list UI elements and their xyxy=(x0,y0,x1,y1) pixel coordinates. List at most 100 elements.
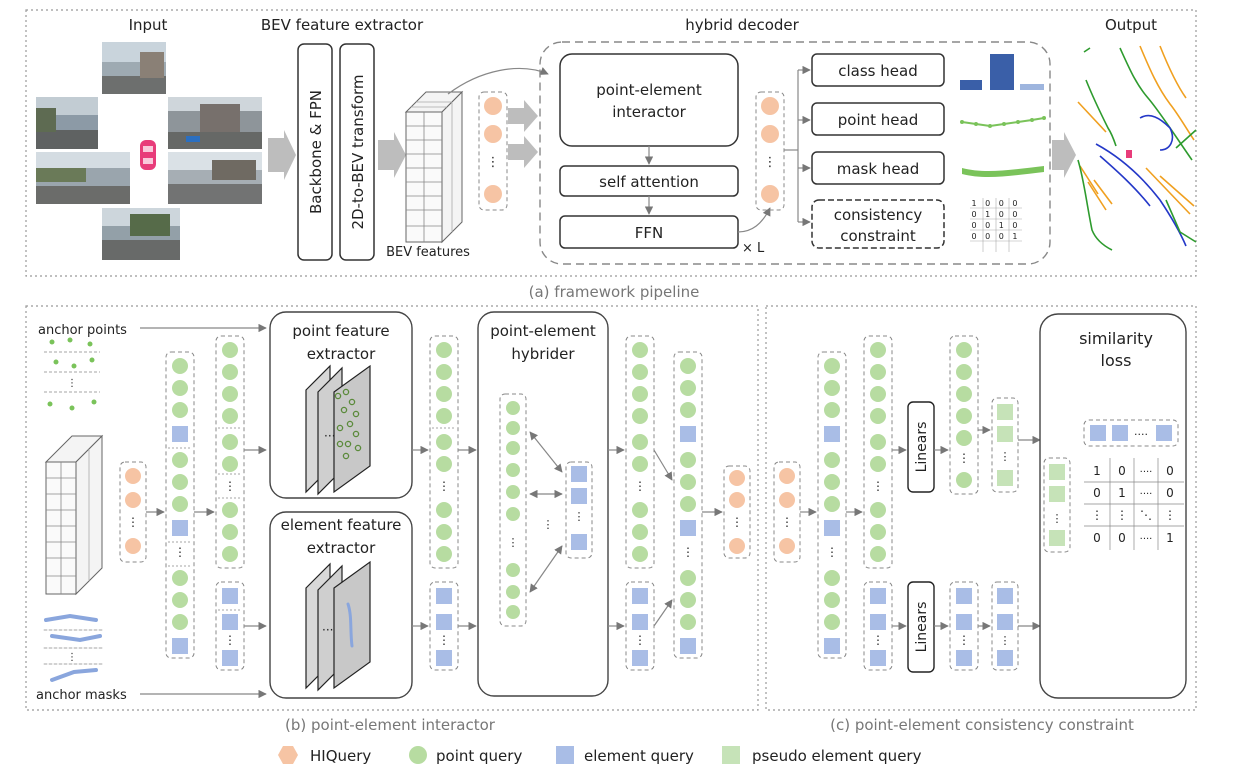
matrix-cell: 0 xyxy=(1166,464,1174,478)
svg-text:⋮: ⋮ xyxy=(127,515,139,529)
matrix-cell: 0 xyxy=(1118,531,1126,545)
similarity-label-2: loss xyxy=(1101,351,1132,370)
svg-text:⋮: ⋮ xyxy=(682,545,694,559)
linears-block-bottom: Linears xyxy=(907,581,935,673)
linears-label-top: Linears xyxy=(914,422,930,473)
identity-row-2: 0 1 0 0 xyxy=(972,210,1021,219)
svg-text:⋮: ⋮ xyxy=(224,633,236,647)
point-query-column-b2: ⋮ xyxy=(429,335,459,569)
bev-to-decoder-arrow xyxy=(447,67,549,95)
legend-pseudo-element-label: pseudo element query xyxy=(752,747,922,765)
element-query-column-c3: ⋮ xyxy=(991,581,1019,671)
interactor-label-2: interactor xyxy=(612,103,686,121)
backbone-fpn-block: Backbone & FPN xyxy=(297,43,333,261)
class-head-label: class head xyxy=(838,62,917,80)
svg-text:⋮: ⋮ xyxy=(67,378,77,389)
element-query-column-b: ⋮ xyxy=(215,581,245,671)
matrix-cell: ⋮ xyxy=(1164,508,1176,522)
panel-a-framework: Input BEV feature extractor hybrid decod… xyxy=(25,9,1197,277)
point-query-column-c2: ⋮ xyxy=(949,335,979,495)
ffn-to-output-arrow xyxy=(737,207,771,233)
svg-text:⋮: ⋮ xyxy=(438,633,450,647)
camera-front-image xyxy=(102,42,166,94)
ffn-label: FFN xyxy=(635,224,663,242)
bev-features-label: BEV features xyxy=(386,245,470,260)
ego-vehicle-icon xyxy=(140,140,156,170)
point-query-column-b: ⋮ xyxy=(215,335,245,569)
head-branches xyxy=(784,65,811,227)
matrix-cell: 0 xyxy=(1093,531,1101,545)
svg-text:⋮: ⋮ xyxy=(508,536,519,549)
matrix-cell: ⋮ xyxy=(1116,508,1128,522)
mask-head-label: mask head xyxy=(837,160,920,178)
svg-text:⋮: ⋮ xyxy=(543,518,554,531)
svg-text:···: ··· xyxy=(324,429,335,443)
point-query-column-b3: ⋮ xyxy=(625,335,655,569)
camera-front-left-image xyxy=(36,97,98,149)
similarity-loss-block: similarity loss ···· ⋮ 1 0 ···· xyxy=(1039,313,1187,699)
camera-back-left-image xyxy=(36,152,130,204)
bev-cube-b xyxy=(44,434,104,596)
transform-arrow xyxy=(378,132,406,178)
hybrid-decoder-frame xyxy=(539,41,1051,265)
query-arrow-2 xyxy=(508,136,538,168)
camera-images xyxy=(36,42,262,260)
element-query-column-c: ⋮ xyxy=(863,581,893,671)
anchor-masks-icon: ⋮ xyxy=(43,613,105,682)
svg-text:⋮: ⋮ xyxy=(781,515,793,529)
element-query-column-b3: ⋮ xyxy=(625,581,655,671)
self-attention-label: self attention xyxy=(599,173,699,191)
identity-matrix-icon: 1 0 0 0 0 1 0 0 0 0 1 0 0 0 0 1 xyxy=(970,198,1022,252)
svg-text:⋮: ⋮ xyxy=(1052,512,1063,525)
svg-text:···: ··· xyxy=(322,623,333,637)
merged-column-b: ⋮ xyxy=(673,351,703,659)
bev-extractor-label: BEV feature extractor xyxy=(261,16,424,34)
transform-label: 2D-to-BEV transform xyxy=(349,74,367,229)
consistency-label-2: constraint xyxy=(840,227,916,245)
point-line-icon xyxy=(960,116,1046,128)
pseudo-element-column-c: ⋮ xyxy=(991,397,1019,493)
identity-row-3: 0 0 1 0 xyxy=(972,221,1021,230)
bev-feature-cube xyxy=(404,90,464,244)
split-column-c1: ⋮ xyxy=(817,351,847,659)
matrix-cell: 0 xyxy=(1118,464,1126,478)
point-extractor-label-2: extractor xyxy=(307,345,376,363)
element-feature-extractor: element feature extractor ··· xyxy=(269,511,413,699)
hiquery-column: ⋮ xyxy=(478,91,508,211)
panel-b-interactor: anchor points ⋮ ⋮ anchor mas xyxy=(25,305,759,711)
svg-text:⋮: ⋮ xyxy=(67,652,77,663)
matrix-cell: ···· xyxy=(1140,467,1153,478)
anchor-masks-label: anchor masks xyxy=(36,688,127,703)
point-query-legend-icon xyxy=(409,746,427,764)
output-map xyxy=(1077,45,1197,251)
split-column-b1: ⋮ xyxy=(165,351,195,659)
similarity-matrix: 1 0 ···· 0 0 1 ···· 0 ⋮ ⋮ ⋱ ⋮ 0 0 ···· 1 xyxy=(1084,458,1184,550)
hiquery-legend-icon xyxy=(278,746,298,764)
svg-text:⋮: ⋮ xyxy=(1000,634,1011,647)
svg-text:⋮: ⋮ xyxy=(958,633,970,647)
consistency-block: consistency constraint xyxy=(811,199,945,249)
bev-transform-block: 2D-to-BEV transform xyxy=(339,43,375,261)
matrix-cell: ···· xyxy=(1140,534,1153,545)
identity-row-4: 0 0 0 1 xyxy=(972,232,1021,241)
svg-text:⋮: ⋮ xyxy=(872,479,884,493)
svg-text:⋮: ⋮ xyxy=(958,451,970,465)
identity-row-1: 1 0 0 0 xyxy=(972,199,1021,208)
hybrider-label-2: hybrider xyxy=(511,345,575,363)
self-attention-block: self attention xyxy=(559,165,739,197)
pseudo-element-query-legend-icon xyxy=(722,746,740,764)
matrix-cell: ⋮ xyxy=(1091,508,1103,522)
point-head-label: point head xyxy=(838,111,918,129)
svg-text:⋮: ⋮ xyxy=(574,510,585,523)
element-extractor-label-1: element feature xyxy=(281,516,402,534)
hybrider-label-1: point-element xyxy=(490,322,596,340)
svg-text:⋮: ⋮ xyxy=(826,545,838,559)
consistency-label-1: consistency xyxy=(834,206,923,224)
hiquery-column-c: ⋮ xyxy=(773,461,801,563)
decoder-query-column: ⋮ xyxy=(755,91,785,211)
caption-c: (c) point-element consistency constraint xyxy=(830,716,1134,734)
matrix-cell: ⋱ xyxy=(1140,508,1152,522)
camera-back-image xyxy=(102,208,180,260)
element-extractor-label-2: extractor xyxy=(307,539,376,557)
